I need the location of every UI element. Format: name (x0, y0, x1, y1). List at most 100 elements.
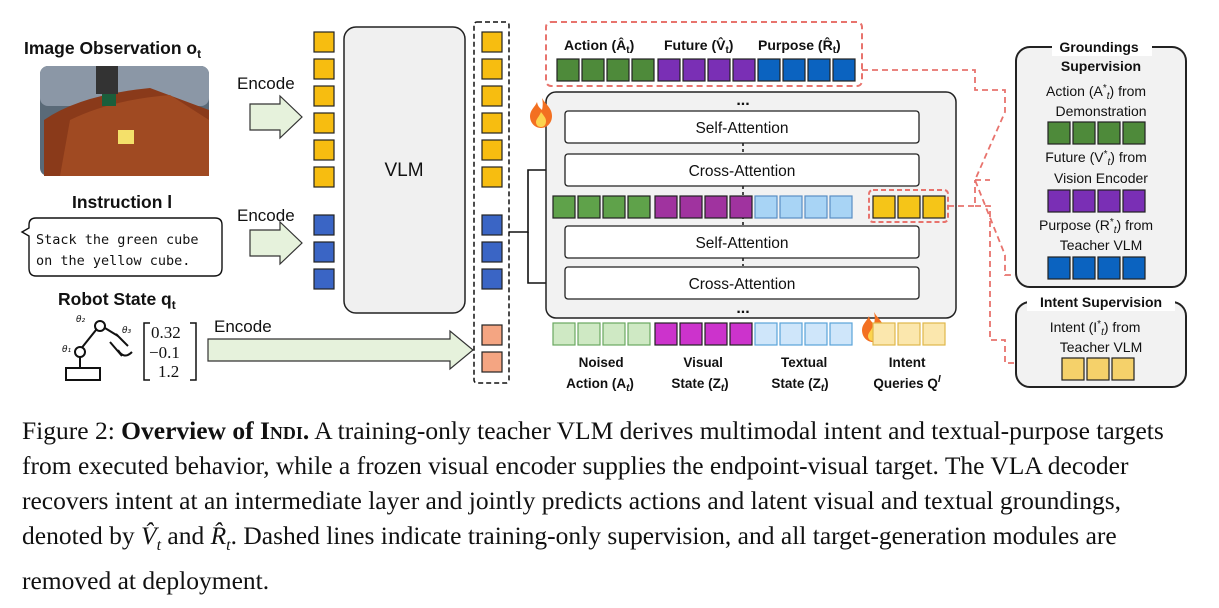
groundings-title: Groundings Supervision (1059, 39, 1142, 74)
action-token (577, 195, 601, 219)
figure-caption: Figure 2: Overview of Indi. A training-o… (22, 416, 1164, 596)
action-token (602, 195, 626, 219)
encode-label-instruction: Encode (237, 206, 295, 225)
purpose-token (807, 58, 831, 82)
cross-attention-lower (564, 266, 920, 300)
svg-text:θ₁: θ₁ (62, 345, 72, 355)
intent-token (872, 195, 896, 219)
vlm-block (343, 26, 466, 314)
action-target-token (1047, 121, 1071, 145)
action-token (556, 58, 580, 82)
intent-token (922, 195, 946, 219)
action-token (606, 58, 630, 82)
textual-token (804, 195, 828, 219)
purpose-token (782, 58, 806, 82)
text-token (481, 268, 503, 290)
noised-action-token (602, 322, 626, 346)
noised-action-token (577, 322, 601, 346)
textual-state-token (804, 322, 828, 346)
textual-token (829, 195, 853, 219)
groundings-supervision-tokens (1047, 121, 1146, 280)
svg-text:θ₃: θ₃ (122, 326, 132, 336)
text-token (481, 241, 503, 263)
decoder-ellipsis-top: ... (736, 92, 749, 109)
text-token-column (313, 214, 335, 290)
groundings-title-bg (1052, 38, 1152, 56)
future-target-token (1097, 189, 1121, 213)
robot-arm-icon: θ₁ θ₂ θ₃ (62, 315, 133, 381)
cross-attention-upper (564, 153, 920, 187)
predicted-output-tokens (556, 58, 856, 82)
image-token (313, 58, 335, 80)
future-token (732, 58, 756, 82)
future-supervision-label: Future (V*t) from Vision Encoder (1045, 149, 1151, 186)
robot-state-title: Robot State qt (58, 289, 176, 312)
image-token (313, 166, 335, 188)
image-token (313, 31, 335, 53)
intent-target-token (1061, 357, 1085, 381)
future-token (682, 58, 706, 82)
intent-supervision-tokens (1061, 357, 1135, 381)
image-token (313, 139, 335, 161)
image-token (481, 166, 503, 188)
decoder-ellipsis-bottom: ... (736, 300, 749, 317)
noised-action-token (552, 322, 576, 346)
svg-text:−0.1: −0.1 (149, 343, 180, 362)
action-token (552, 195, 576, 219)
cross-attention-lower-label: Cross-Attention (689, 276, 796, 293)
image-token (481, 31, 503, 53)
future-output-label: Future (V̂t) (664, 36, 733, 56)
encode-arrow-instruction (249, 220, 303, 266)
intent-query-token (872, 322, 896, 346)
intent-supervision-label: Intent (I*t) from Teacher VLM (1050, 319, 1145, 355)
svg-text:θ₂: θ₂ (76, 315, 86, 325)
encode-arrow-state (207, 329, 474, 371)
image-token-column (313, 31, 335, 188)
intent-query-token (897, 322, 921, 346)
action-target-token (1097, 121, 1121, 145)
intent-token (897, 195, 921, 219)
predicted-outputs-box (545, 21, 863, 87)
text-token (481, 214, 503, 236)
text-token (313, 241, 335, 263)
svg-text:Stack the green cube: Stack the green cube (36, 232, 199, 248)
instruction-title: Instruction l (72, 192, 172, 212)
encode-arrow-image (249, 94, 303, 140)
intermediate-tokens (552, 195, 946, 219)
textual-state-token (779, 322, 803, 346)
image-token (313, 85, 335, 107)
instruction-bubble: Stack the green cube on the yellow cube. (20, 217, 223, 277)
text-token (313, 214, 335, 236)
noised-action-label: Noised Action (At) (566, 355, 634, 394)
visual-state-token (704, 322, 728, 346)
state-token (481, 324, 503, 346)
svg-text:1.2: 1.2 (158, 362, 179, 381)
supervision-connectors (862, 69, 1015, 364)
action-output-label: Action (Ât) (564, 36, 634, 56)
purpose-supervision-label: Purpose (R*t) from Teacher VLM (1039, 217, 1157, 253)
decoder-input-tokens (552, 322, 946, 346)
vlm-label: VLM (384, 160, 423, 181)
purpose-token (832, 58, 856, 82)
visual-state-label: Visual State (Zt) (671, 355, 728, 394)
image-token (481, 85, 503, 107)
future-target-token (1047, 189, 1071, 213)
visual-state-token (729, 322, 753, 346)
intent-target-token (1111, 357, 1135, 381)
noised-action-token (627, 322, 651, 346)
action-target-token (1072, 121, 1096, 145)
textual-state-token (829, 322, 853, 346)
svg-text:0.32: 0.32 (151, 323, 181, 342)
textual-token (754, 195, 778, 219)
action-token (631, 58, 655, 82)
cross-attention-upper-label: Cross-Attention (689, 163, 796, 180)
image-observation-title: Image Observation ot (24, 38, 201, 61)
visual-token (729, 195, 753, 219)
self-attention-upper-label: Self-Attention (695, 120, 788, 137)
purpose-target-token (1122, 256, 1146, 280)
self-attention-upper (564, 110, 920, 144)
action-token (581, 58, 605, 82)
intent-supervision-title: Intent Supervision (1040, 294, 1162, 310)
encode-label-image: Encode (237, 74, 295, 93)
image-token (481, 58, 503, 80)
